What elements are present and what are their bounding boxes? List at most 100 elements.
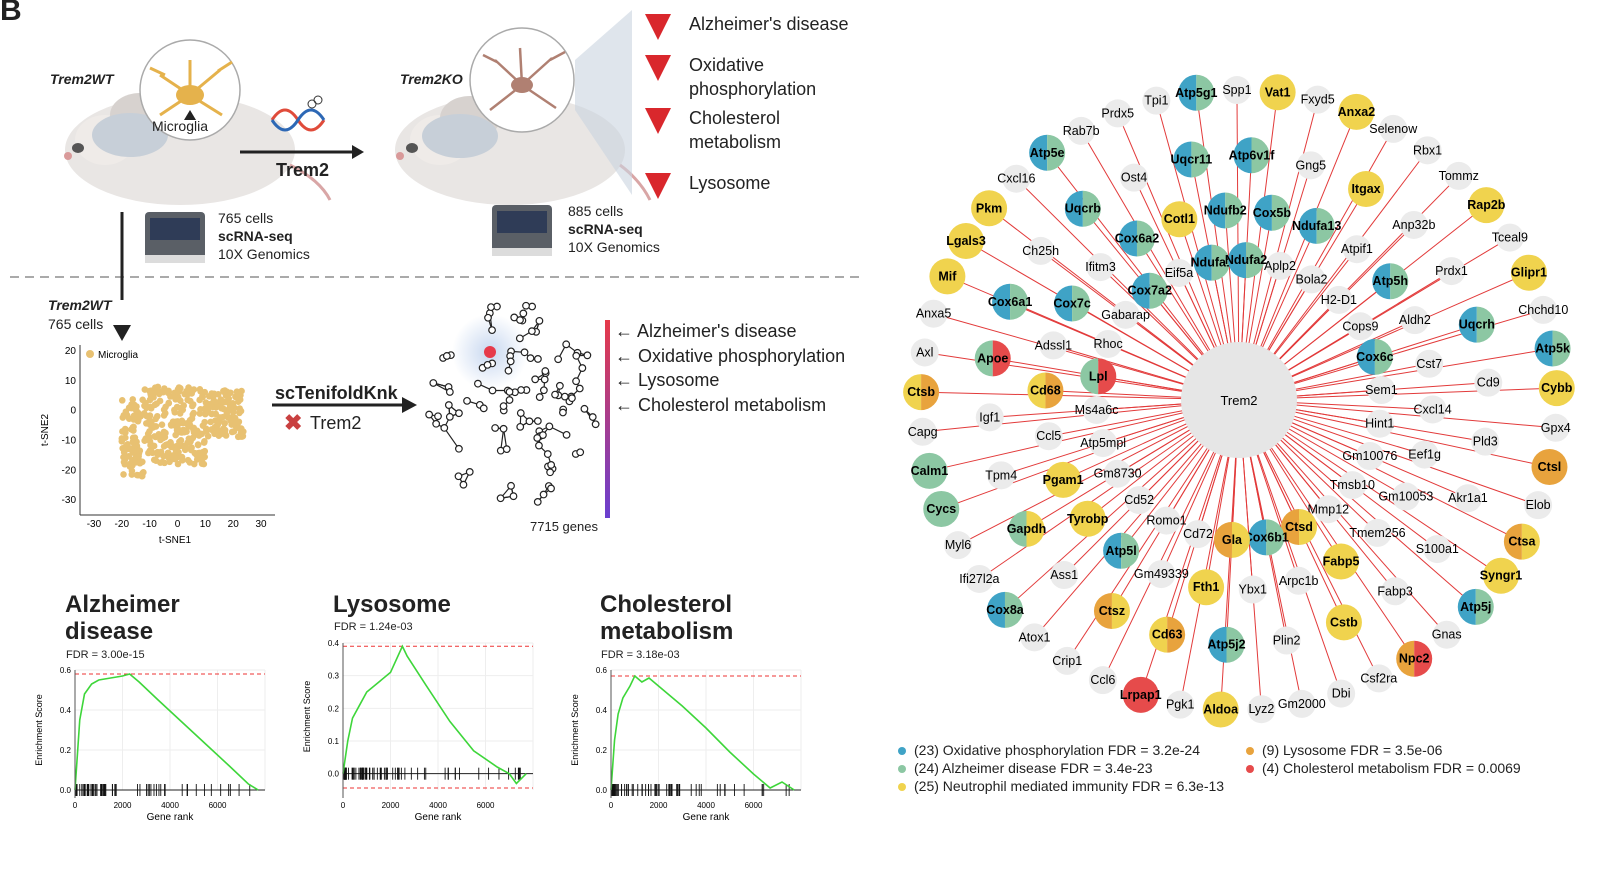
gene-label: Tceal9 xyxy=(1492,231,1528,245)
gene-label: Anxa2 xyxy=(1338,105,1376,119)
gene-node: Ifitm3 xyxy=(1085,253,1116,282)
gene-label: Ifitm3 xyxy=(1085,260,1116,274)
network-node xyxy=(534,355,542,363)
network-node xyxy=(504,366,513,375)
gene-label: Cxcl16 xyxy=(997,172,1035,186)
tsne-point xyxy=(165,400,172,407)
network-node xyxy=(507,481,515,490)
network-node xyxy=(499,402,508,411)
gene-node: Cd68 xyxy=(1027,372,1064,409)
gene-label: Lpl xyxy=(1089,369,1108,383)
gene-label: Ass1 xyxy=(1050,568,1078,582)
x-tick: 4000 xyxy=(161,801,179,810)
tsne-point xyxy=(187,446,195,454)
network-node xyxy=(575,384,584,393)
gene-node: Anp32b xyxy=(1392,210,1435,239)
network-node xyxy=(488,386,497,395)
tsne-point xyxy=(139,458,146,466)
x-label: Gene rank xyxy=(415,812,463,823)
tsne-point xyxy=(162,429,169,437)
network-node xyxy=(440,424,449,432)
gene-node: Gng5 xyxy=(1296,151,1326,180)
network-node xyxy=(547,461,556,469)
gene-node: Arpc1b xyxy=(1279,566,1318,595)
gene-node: Tmsb10 xyxy=(1330,471,1375,500)
network-edge xyxy=(443,427,460,450)
gene-node: Ccl5 xyxy=(1034,422,1063,451)
gene-node: Elob xyxy=(1524,491,1553,520)
tsne-point xyxy=(130,448,137,455)
gene-node: Ass1 xyxy=(1050,561,1079,590)
tsne-point xyxy=(201,418,208,426)
gene-node: Spp1 xyxy=(1222,76,1252,105)
gene-label: Cox8a xyxy=(986,603,1025,617)
gene-node: Pgk1 xyxy=(1166,690,1195,719)
gene-node: Gabarap xyxy=(1101,300,1150,329)
gene-node: Cox7a2 xyxy=(1127,272,1172,309)
gene-label: Ndufb2 xyxy=(1204,203,1247,217)
network-node xyxy=(588,413,597,421)
gene-node: Gnas xyxy=(1432,620,1462,649)
tsne-point xyxy=(226,405,234,412)
tsne-point xyxy=(208,426,215,433)
tsne-point xyxy=(149,449,156,457)
network-node xyxy=(425,410,434,419)
network-node xyxy=(463,396,471,405)
gene-node: Atp5g1 xyxy=(1175,74,1218,111)
gene-label: Lrpap1 xyxy=(1120,688,1162,702)
tsne-ytick: 0 xyxy=(70,406,76,417)
gene-label: Hint1 xyxy=(1365,417,1394,431)
ko-platform: 10X Genomics xyxy=(568,239,660,255)
tsne-point xyxy=(235,392,243,400)
tsne-point xyxy=(158,421,166,429)
gene-node: Cst7 xyxy=(1415,349,1444,378)
gene-node: Adssl1 xyxy=(1035,331,1072,360)
network-node xyxy=(562,340,571,349)
tsne-xtick: -30 xyxy=(87,519,102,530)
network-node xyxy=(522,301,530,310)
tsne-ylabel: t-SNE2 xyxy=(40,413,51,446)
gene-node: Prdx1 xyxy=(1435,257,1468,286)
tsne-point xyxy=(220,405,227,413)
wt-cells: 765 cells xyxy=(218,210,274,226)
tsne-point xyxy=(219,413,227,421)
gene-node: Ms4a6c xyxy=(1075,395,1118,424)
y-label: Enrichment Score xyxy=(34,694,44,766)
tsne-point xyxy=(154,412,161,420)
gene-label: Cst7 xyxy=(1416,357,1442,371)
gene-label: Cox7c xyxy=(1053,296,1091,310)
y-tick: 0.0 xyxy=(60,786,72,795)
tsne-point xyxy=(157,436,164,444)
legend-dot-icon xyxy=(898,783,906,792)
gene-node: Cxcl16 xyxy=(997,164,1035,193)
gene-label: Myl6 xyxy=(945,538,971,552)
y-tick: 0.2 xyxy=(60,746,72,755)
gene-node: Atp5j2 xyxy=(1207,626,1246,663)
gene-node: Eef1g xyxy=(1408,440,1441,469)
legend-item: (25) Neutrophil mediated immunity FDR = … xyxy=(898,778,1224,794)
gene-label: Pkm xyxy=(976,201,1002,215)
gene-node: Hint1 xyxy=(1365,409,1394,438)
x-label: Gene rank xyxy=(683,812,731,823)
tsne-point xyxy=(146,428,153,435)
tsne-point xyxy=(236,405,243,412)
tsne-point xyxy=(160,452,167,460)
gene-label: Vat1 xyxy=(1265,85,1291,99)
y-tick: 0.0 xyxy=(596,786,608,795)
gene-node: Uqcr11 xyxy=(1171,141,1212,178)
gene-node: Fxyd5 xyxy=(1301,85,1335,114)
gene-node: Rab7b xyxy=(1063,116,1100,145)
gene-node: Tpi1 xyxy=(1142,86,1171,115)
y-tick: 0.3 xyxy=(328,672,340,681)
gene-node: Cycs xyxy=(923,490,960,527)
gene-label: Aldoa xyxy=(1203,702,1239,716)
gene-node: Romo1 xyxy=(1146,506,1187,535)
x-tick: 0 xyxy=(609,801,614,810)
gene-node: Fabp3 xyxy=(1377,577,1413,606)
gene-label: Ndufa13 xyxy=(1292,219,1341,233)
legend-dot-icon xyxy=(1246,765,1254,774)
tsne-point xyxy=(119,428,126,435)
gene-label: Atp5g1 xyxy=(1175,86,1217,100)
gene-label: Ch25h xyxy=(1022,244,1059,258)
ranked-pathway-list: ← Alzheimer's disease ← Oxidative phosph… xyxy=(615,319,845,417)
